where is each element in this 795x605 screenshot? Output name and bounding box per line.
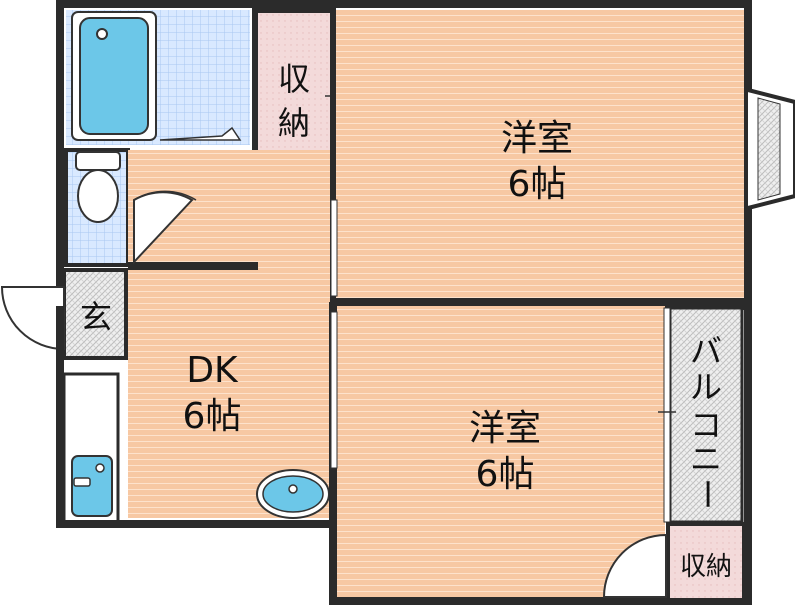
washbasin-drain-icon bbox=[288, 484, 298, 494]
storage-lower-area bbox=[666, 522, 746, 602]
bay-window-sill bbox=[757, 97, 781, 201]
outer-wall-lower-left bbox=[56, 306, 333, 528]
dk-size: 6帖 bbox=[183, 396, 242, 437]
storage-upper-label-2: 納 bbox=[278, 104, 310, 142]
western-room-lower-size: 6帖 bbox=[476, 454, 535, 495]
balcony-char-4: ニ bbox=[690, 440, 722, 478]
storage-lower-label: 収納 bbox=[680, 552, 732, 582]
bathtub-basin bbox=[79, 17, 149, 135]
upper-room-sliding-door bbox=[330, 199, 338, 297]
sink-faucet-icon bbox=[73, 477, 91, 487]
dk-name: DK bbox=[186, 350, 239, 391]
toilet-tank bbox=[75, 151, 121, 171]
partition-wall bbox=[128, 262, 258, 270]
western-room-lower-floor bbox=[337, 306, 665, 601]
toilet-door-arc bbox=[133, 190, 197, 201]
balcony-char-3: コ bbox=[690, 406, 722, 444]
western-room-upper-size: 6帖 bbox=[508, 164, 567, 205]
entrance-door-swing bbox=[0, 286, 65, 351]
toilet-bowl bbox=[77, 169, 119, 223]
bath-shelf bbox=[159, 126, 242, 141]
balcony-char-1: バ bbox=[690, 332, 722, 370]
sink-drain-icon bbox=[95, 463, 105, 473]
bathtub-drain-icon bbox=[96, 28, 108, 40]
western-room-upper-floor bbox=[336, 10, 744, 302]
balcony-window bbox=[663, 307, 671, 523]
entrance-floor bbox=[62, 268, 128, 360]
western-room-upper-name: 洋室 bbox=[501, 118, 573, 159]
washbasin-bowl bbox=[262, 475, 324, 513]
storage-door-swing bbox=[602, 533, 667, 598]
lower-room-sliding-door bbox=[330, 311, 338, 469]
storage-upper-label-1: 収 bbox=[278, 60, 310, 98]
balcony-char-2: ル bbox=[690, 368, 722, 406]
entrance-label: 玄 bbox=[80, 298, 112, 336]
western-room-lower-name: 洋室 bbox=[469, 408, 541, 449]
balcony-char-5: ー bbox=[688, 478, 726, 510]
